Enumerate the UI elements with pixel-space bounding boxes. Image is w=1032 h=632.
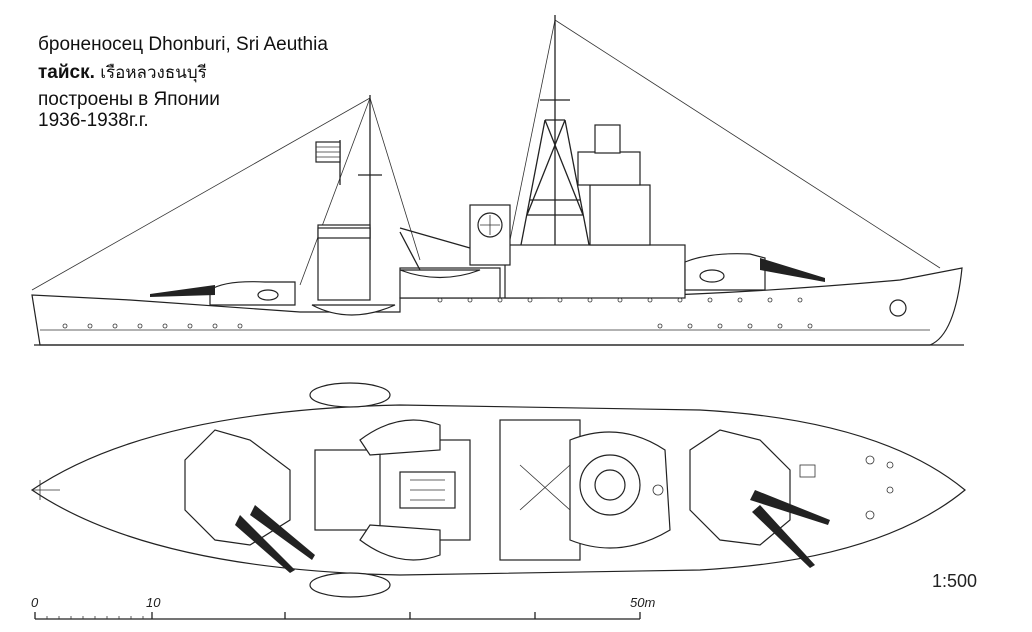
scale-bar: 0 10 50m 1:500 [31, 571, 977, 620]
caption-thai-name: тайск. เรือหลวงธนบุรี [38, 62, 207, 84]
aft-turret-plan [184, 429, 315, 573]
side-profile-view [31, 15, 964, 346]
caption-years: 1936-1938г.г. [38, 110, 149, 131]
caption-thai-prefix: тайск. [38, 62, 95, 83]
flag-icon [315, 140, 341, 185]
plan-view [30, 382, 966, 598]
scale-label-10: 10 [146, 595, 161, 610]
caption-thai-script: เรือหลวงธนบุรี [100, 63, 207, 83]
aft-turret [150, 281, 296, 306]
scale-label-0: 0 [31, 595, 39, 610]
fore-turret-plan [689, 429, 830, 568]
hull-plan [30, 404, 966, 576]
caption-ship-name: броненосец Dhonburi, Sri Aeuthia [38, 34, 328, 55]
portholes [62, 297, 813, 329]
scale-label-50m: 50m [630, 595, 655, 610]
caption-built-in: построены в Японии [38, 89, 220, 110]
lifebuoy-icon [889, 299, 907, 317]
fore-turret [684, 253, 825, 291]
scale-ratio: 1:500 [932, 571, 977, 591]
